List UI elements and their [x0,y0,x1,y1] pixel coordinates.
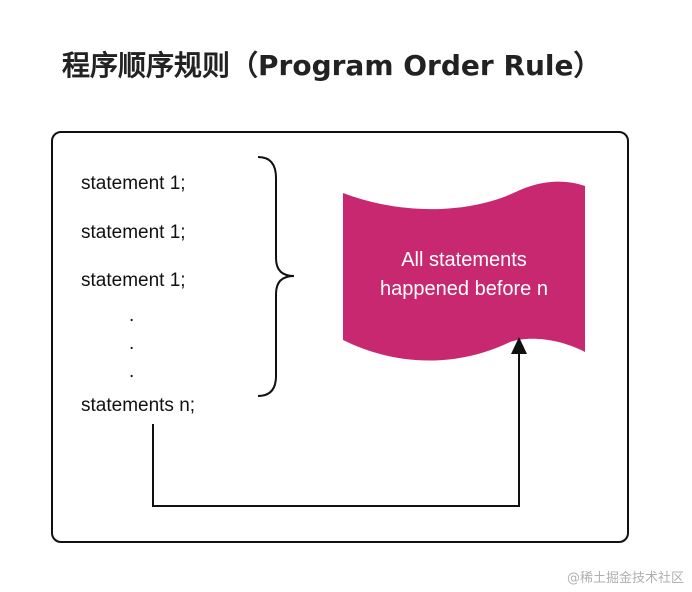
diagram-frame [51,131,629,543]
watermark: @稀土掘金技术社区 [566,571,684,586]
statement-2: statement 1; [81,222,186,243]
statement-3: statement 1; [81,270,186,291]
flag-banner [343,181,585,361]
statement-n: statements n; [81,395,196,416]
ellipsis-dot-1: . [129,305,135,326]
ellipsis-dot-3: . [129,361,135,382]
ellipsis-dot-2: . [129,333,135,354]
statement-1: statement 1; [81,173,186,194]
connector-line [152,352,520,507]
flag-text-line-2: happened before n [380,278,548,300]
curly-brace [257,156,295,397]
flag-text-line-1: All statements [401,249,527,271]
arrowhead [511,337,527,354]
diagram-title: 程序顺序规则（Program Order Rule） [62,49,602,82]
